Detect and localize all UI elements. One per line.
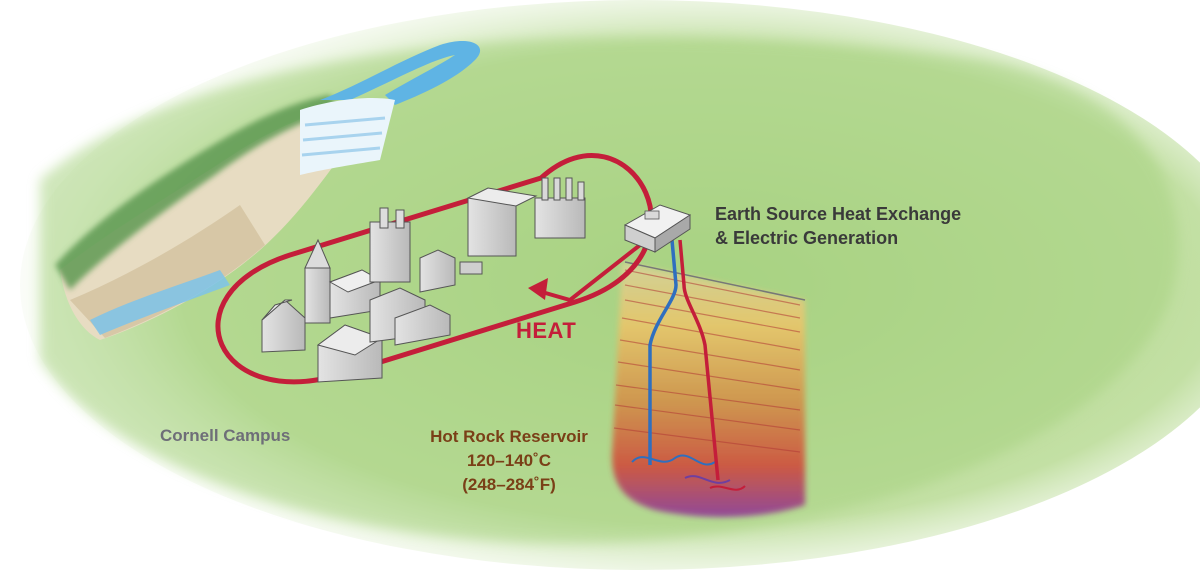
reservoir-fahrenheit: (248–284˚F) <box>462 475 556 494</box>
surface-line <box>624 261 806 301</box>
campus-building-icon <box>328 269 382 319</box>
campus-building-icon <box>369 287 451 346</box>
heat-label: HEAT <box>516 318 577 343</box>
heat-exchange-label-line1: Earth Source Heat Exchange <box>715 204 962 224</box>
heat-exchange-label: Earth Source Heat Exchange & Electric Ge… <box>715 202 961 250</box>
reservoir-title: Hot Rock Reservoir <box>430 427 588 446</box>
campus-label: Cornell Campus <box>160 426 291 445</box>
campus-buildings <box>261 177 586 383</box>
reservoir-label: Hot Rock Reservoir 120–140˚C (248–284˚F) <box>420 425 598 497</box>
campus-building-icon <box>419 249 483 293</box>
heat-exchange-label-line2: & Electric Generation <box>715 228 899 248</box>
reservoir-celsius: 120–140˚C <box>466 451 552 470</box>
campus-building-icon <box>534 177 586 239</box>
gorge-cliff-shade <box>70 205 265 338</box>
heat-loop <box>215 153 654 385</box>
lower-river <box>90 270 230 335</box>
campus-building-icon <box>369 207 411 283</box>
heat-exchange-plant-icon <box>623 204 692 253</box>
river <box>320 40 481 105</box>
campus-building-icon <box>261 299 306 353</box>
rock-strata-lines <box>613 269 801 453</box>
waterfall-lines <box>301 116 386 157</box>
hot-well-pipe <box>678 239 720 481</box>
campus-building-icon <box>466 187 538 257</box>
campus-building-icon <box>316 324 384 383</box>
flow-arrow-icon <box>528 278 548 300</box>
heat-arrow-line <box>534 243 642 303</box>
cold-well-pipe <box>648 239 678 465</box>
fracture-zone <box>631 454 746 491</box>
campus-building-icon <box>304 238 331 324</box>
